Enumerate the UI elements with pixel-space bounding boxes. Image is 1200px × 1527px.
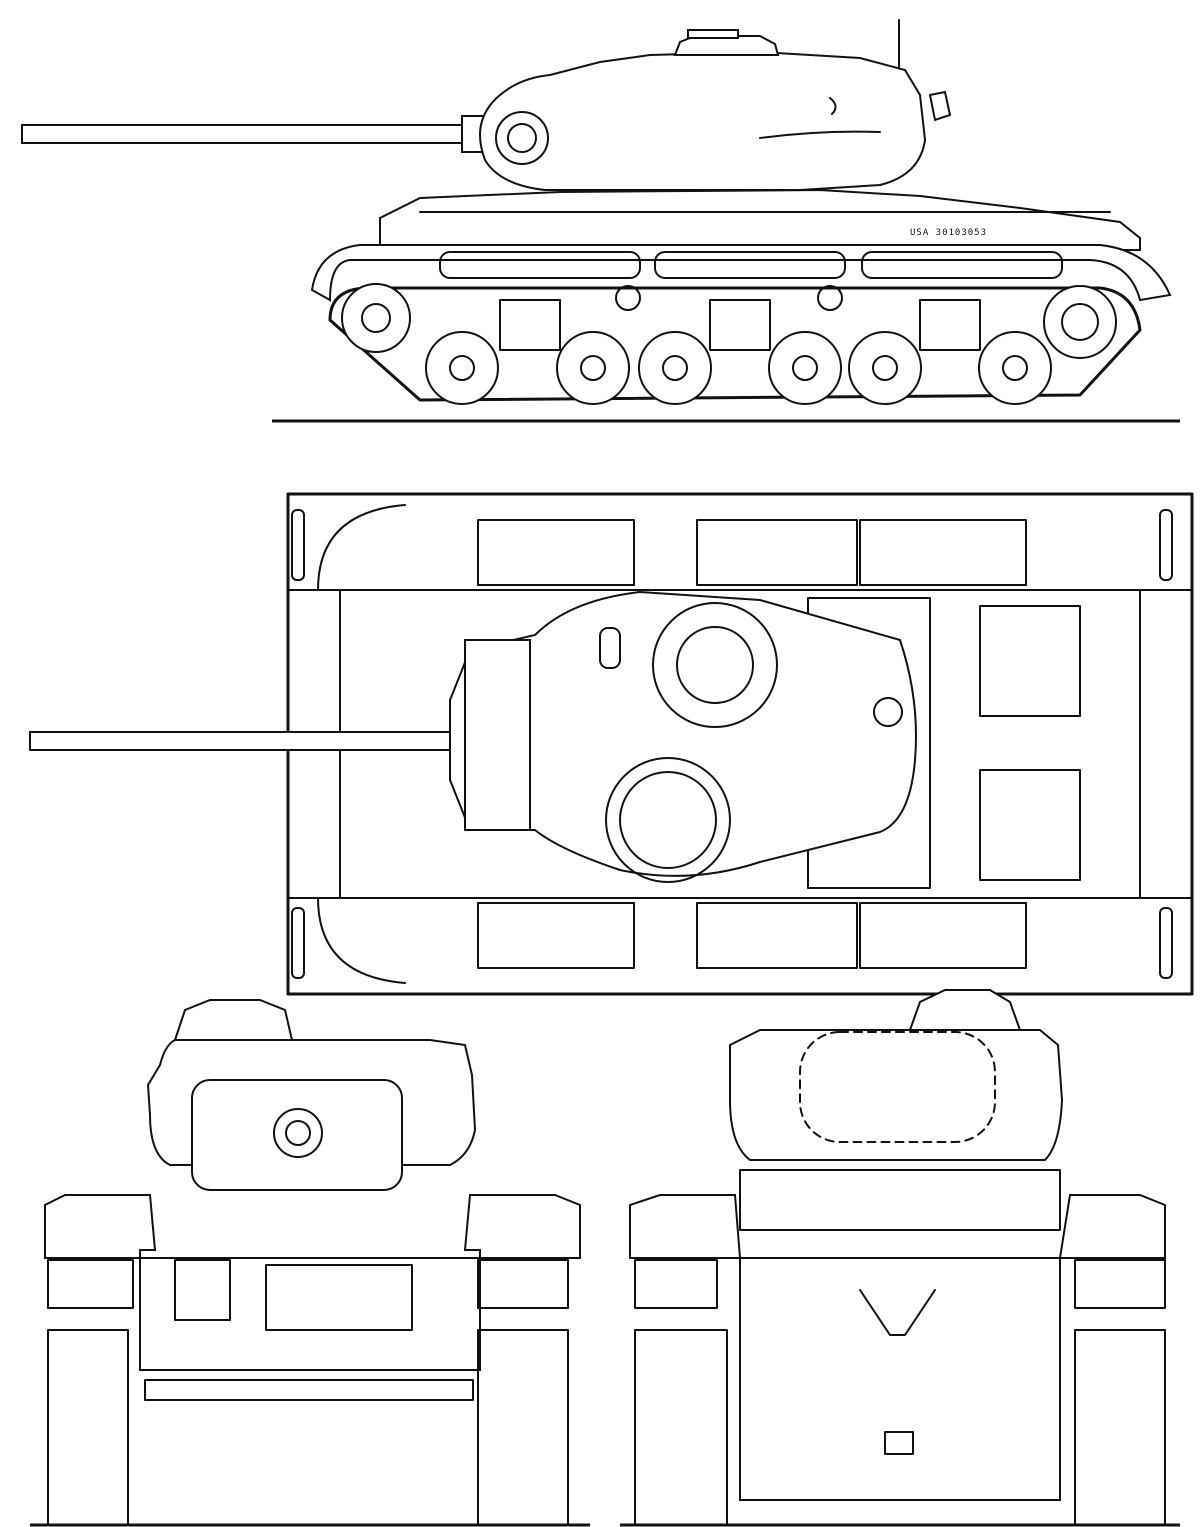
side-fender-panel-2 (654, 251, 846, 279)
rear-engine-deck-plate (739, 1169, 1061, 1231)
side-road-wheels (425, 331, 1052, 405)
side-turret-vent (829, 97, 837, 115)
front-gun-muzzle-outer (273, 1108, 323, 1158)
front-lifting-bracket-group (265, 1264, 413, 1331)
top-stowage-box (696, 519, 858, 586)
rear-light-box-left (634, 1259, 718, 1309)
side-view: USA 30103053 (21, 19, 1180, 423)
side-mantlet-hub (507, 123, 537, 153)
side-idler-wheel (341, 283, 411, 353)
side-mantlet-ring (495, 111, 549, 165)
top-light-slot (1159, 907, 1173, 979)
side-road-wheel-hub (872, 355, 898, 381)
top-stowage-box (477, 902, 635, 969)
side-road-wheel (848, 331, 922, 405)
side-road-wheel-hub (449, 355, 475, 381)
side-track (328, 286, 1142, 402)
front-headlight-box-right (477, 1259, 569, 1309)
front-gun-muzzle (285, 1120, 311, 1146)
side-turret (479, 50, 927, 191)
rear-light-box-right (1074, 1259, 1166, 1309)
rear-towing-pintle (859, 1289, 936, 1336)
top-commander-cupola (652, 602, 778, 728)
side-road-wheel (768, 331, 842, 405)
top-stowage-box (859, 902, 1027, 969)
side-turret-periscope (928, 90, 952, 122)
top-commander-hatch (676, 626, 754, 704)
top-stowage-box (696, 902, 858, 969)
front-headlight-box-left (47, 1259, 134, 1309)
side-road-wheel-hub (662, 355, 688, 381)
front-view (30, 999, 590, 1527)
side-fender (310, 244, 1172, 302)
side-road-wheel-hub (792, 355, 818, 381)
top-periscope (599, 627, 621, 669)
top-gun-mantlet (464, 639, 531, 831)
side-road-wheel (638, 331, 712, 405)
front-gun-mantlet (191, 1079, 403, 1191)
front-hull (44, 1194, 581, 1371)
top-vent (873, 697, 903, 727)
front-tow-bar (144, 1379, 474, 1401)
side-commander-cupola (673, 35, 780, 56)
side-bogie-3 (919, 299, 981, 351)
side-return-roller-2 (817, 285, 843, 311)
rear-turret (729, 1029, 1064, 1161)
side-hull-upper (379, 188, 1141, 251)
side-road-wheel (978, 331, 1052, 405)
side-bogie-1 (499, 299, 561, 351)
rear-track-left (634, 1329, 728, 1526)
top-stowage-box (859, 519, 1027, 586)
top-engine-grille (979, 769, 1081, 881)
front-bow-mg-mount (174, 1259, 231, 1321)
side-gun-barrel (21, 124, 468, 144)
side-turret-line (759, 130, 881, 139)
top-view (29, 492, 1194, 996)
front-track-right (477, 1329, 569, 1526)
side-return-roller-1 (615, 285, 641, 311)
side-fender-panel-3 (861, 251, 1063, 279)
top-loader-hatch-inner (619, 771, 717, 869)
top-engine-grille (979, 605, 1081, 717)
side-hull-serial: USA 30103053 (910, 228, 987, 238)
top-bow-curve-right (317, 897, 406, 984)
side-road-wheel-hub (1002, 355, 1028, 381)
rear-turret-hatch-outline (799, 1031, 996, 1143)
side-cupola-ring (687, 29, 739, 39)
side-bogie-2 (709, 299, 771, 351)
rear-hull (629, 1194, 1166, 1501)
top-loader-hatch (605, 757, 731, 883)
top-light-slot (1159, 509, 1173, 581)
top-stowage-box (477, 519, 635, 586)
top-turret (449, 590, 917, 877)
rear-tow-hook (884, 1431, 914, 1455)
side-road-wheel-hub (580, 355, 606, 381)
side-idler-hub (361, 303, 391, 333)
side-road-wheel (556, 331, 630, 405)
side-fender-panel-1 (439, 251, 641, 279)
top-gun-barrel (29, 731, 451, 751)
rear-track-right (1074, 1329, 1166, 1526)
top-light-slot (291, 509, 305, 581)
rear-view (620, 989, 1180, 1527)
front-track-left (47, 1329, 129, 1526)
rear-cupola (908, 989, 1022, 1031)
top-bow-curve-left (317, 504, 406, 591)
front-cupola (173, 999, 294, 1041)
side-sprocket-hub (1061, 303, 1099, 341)
side-drive-sprocket (1043, 285, 1117, 359)
side-road-wheel (425, 331, 499, 405)
top-light-slot (291, 907, 305, 979)
